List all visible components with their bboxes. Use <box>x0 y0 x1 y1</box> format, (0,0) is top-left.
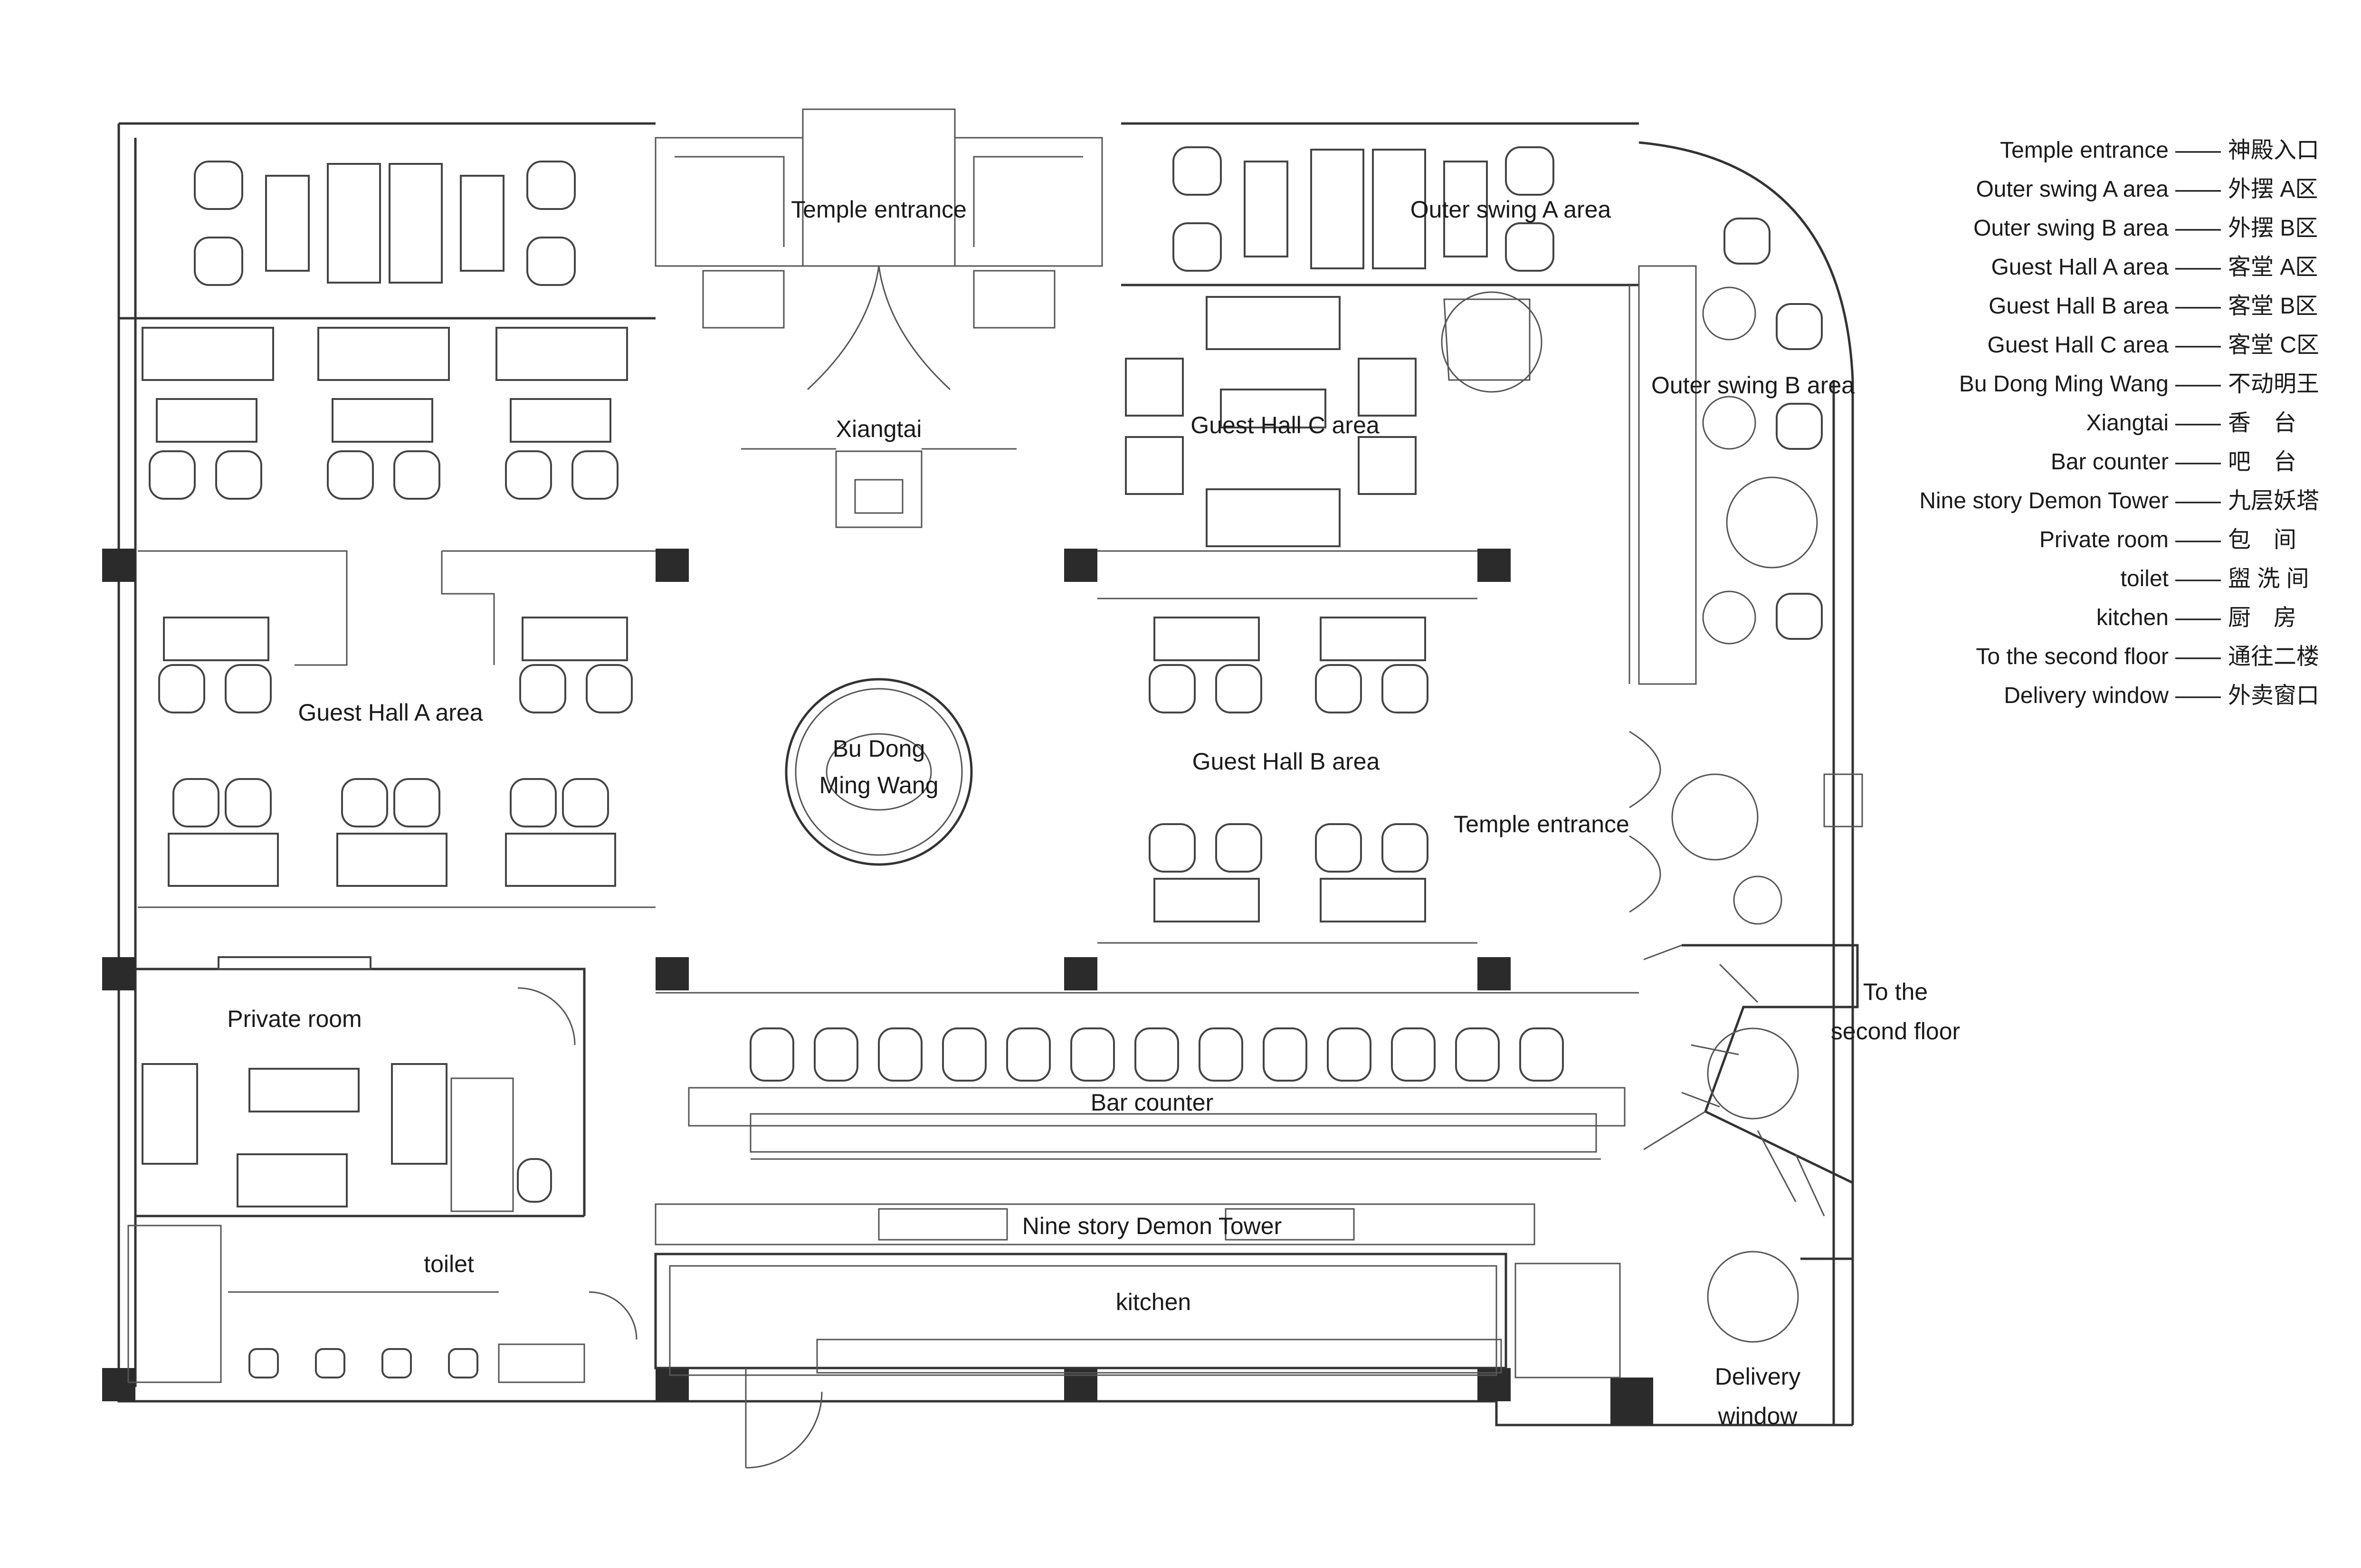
label-guest-hall-a: Guest Hall A area <box>298 699 483 726</box>
area-labels: Temple entrance Outer swing A area Outer… <box>227 196 1960 1429</box>
legend-item-en: toilet <box>2121 566 2169 591</box>
label-guest-hall-c: Guest Hall C area <box>1190 412 1380 438</box>
label-bu-dong-1: Bu Dong <box>833 735 925 762</box>
label-nine-story: Nine story Demon Tower <box>1022 1213 1282 1239</box>
legend-item-dash: —— <box>2175 138 2221 163</box>
label-delivery-1: Delivery <box>1715 1363 1801 1390</box>
label-xiangtai: Xiangtai <box>836 416 922 442</box>
xiangtai <box>741 448 1017 528</box>
legend-item-dash: —— <box>2175 333 2221 358</box>
legend-item-zh: 九层妖塔 <box>2228 488 2319 513</box>
legend-item-en: Delivery window <box>2004 683 2169 708</box>
legend-item-dash: —— <box>2175 527 2221 552</box>
outer-swing-b-furniture <box>1441 218 1863 925</box>
legend-item-zh: 客堂 A区 <box>2228 255 2318 280</box>
legend-item-zh: 神殿入口 <box>2228 138 2319 163</box>
legend-item-en: Guest Hall C area <box>1988 333 2169 358</box>
label-delivery-2: window <box>1718 1403 1798 1429</box>
legend-item-dash: —— <box>2175 371 2221 397</box>
nine-story-demon-tower-plan <box>655 1203 1535 1245</box>
label-to-second-1: To the <box>1863 979 1928 1005</box>
legend-item-en: Nine story Demon Tower <box>1919 488 2169 513</box>
legend-item-en: Temple entrance <box>2000 138 2169 163</box>
legend-item-dash: —— <box>2175 216 2221 241</box>
guest-hall-a-furniture <box>138 327 656 908</box>
label-temple-entrance-right: Temple entrance <box>1454 811 1629 837</box>
temple-entrance-top <box>655 108 1103 390</box>
legend-item-dash: —— <box>2175 566 2221 591</box>
label-toilet: toilet <box>424 1251 474 1277</box>
bu-dong-ming-wang-statue <box>785 678 973 866</box>
label-bu-dong-2: Ming Wang <box>819 772 938 798</box>
legend-item-en: Bu Dong Ming Wang <box>1959 371 2169 397</box>
label-outer-swing-a: Outer swing A area <box>1410 196 1611 223</box>
legend-item-zh: 外摆 A区 <box>2228 177 2318 202</box>
legend-item-dash: —— <box>2175 177 2221 202</box>
legend-item-en: Guest Hall A area <box>1991 255 2169 280</box>
legend-item-dash: —— <box>2175 683 2221 708</box>
label-bar-counter: Bar counter <box>1091 1089 1213 1116</box>
outer-swing-left-furniture <box>194 161 576 286</box>
legend-item-zh: 不动明王 <box>2228 371 2319 397</box>
legend-item-en: Outer swing B area <box>1973 216 2169 241</box>
legend-item-dash: —— <box>2175 449 2221 475</box>
legend-item-en: Outer swing A area <box>1976 177 2169 202</box>
private-room-plan <box>135 956 586 1217</box>
legend-item-dash: —— <box>2175 294 2221 319</box>
stairs-second-floor <box>1643 944 1859 1343</box>
legend-item-zh: 客堂 C区 <box>2228 333 2319 358</box>
label-kitchen: kitchen <box>1116 1289 1191 1315</box>
toilet-plan <box>127 1225 638 1383</box>
legend-item-en: Private room <box>2039 527 2169 552</box>
legend-item-dash: —— <box>2175 410 2221 436</box>
outer-walls <box>117 122 1854 1426</box>
legend-item-dash: —— <box>2175 255 2221 280</box>
kitchen-plan <box>654 1253 1621 1469</box>
legend-item-zh: 厨 房 <box>2228 605 2296 630</box>
legend-item-zh: 通往二楼 <box>2228 644 2319 669</box>
label-private-room: Private room <box>227 1006 362 1032</box>
legend-item-zh: 外摆 B区 <box>2228 216 2318 241</box>
legend-item-en: Bar counter <box>2051 449 2169 475</box>
label-temple-entrance-top: Temple entrance <box>791 196 967 223</box>
legend-item-dash: —— <box>2175 644 2221 669</box>
legend-item-zh: 客堂 B区 <box>2228 294 2318 319</box>
legend-item-dash: —— <box>2175 488 2221 513</box>
guest-hall-c-furniture <box>1125 296 1531 547</box>
columns <box>102 549 1653 1425</box>
legend-item-zh: 香 台 <box>2228 410 2296 436</box>
label-to-second-2: second floor <box>1831 1018 1960 1045</box>
legend-item-zh: 外卖窗口 <box>2228 683 2319 708</box>
legend-item-zh: 包 间 <box>2228 527 2296 552</box>
outer-swing-a-furniture <box>1172 146 1554 272</box>
legend-item-zh: 吧 台 <box>2228 449 2296 475</box>
legend-item-en: kitchen <box>2096 605 2169 630</box>
legend-item-en: To the second floor <box>1976 644 2169 669</box>
guest-hall-b-furniture <box>1097 550 1477 944</box>
bar-counter-plan <box>656 992 1639 1160</box>
legend-item-zh: 盥 洗 间 <box>2228 566 2309 591</box>
label-outer-swing-b: Outer swing B area <box>1651 372 1855 399</box>
legend-item-dash: —— <box>2175 605 2221 630</box>
legend-item-en: Xiangtai <box>2086 410 2169 436</box>
legend-item-en: Guest Hall B area <box>1989 294 2169 319</box>
label-guest-hall-b: Guest Hall B area <box>1192 748 1380 775</box>
